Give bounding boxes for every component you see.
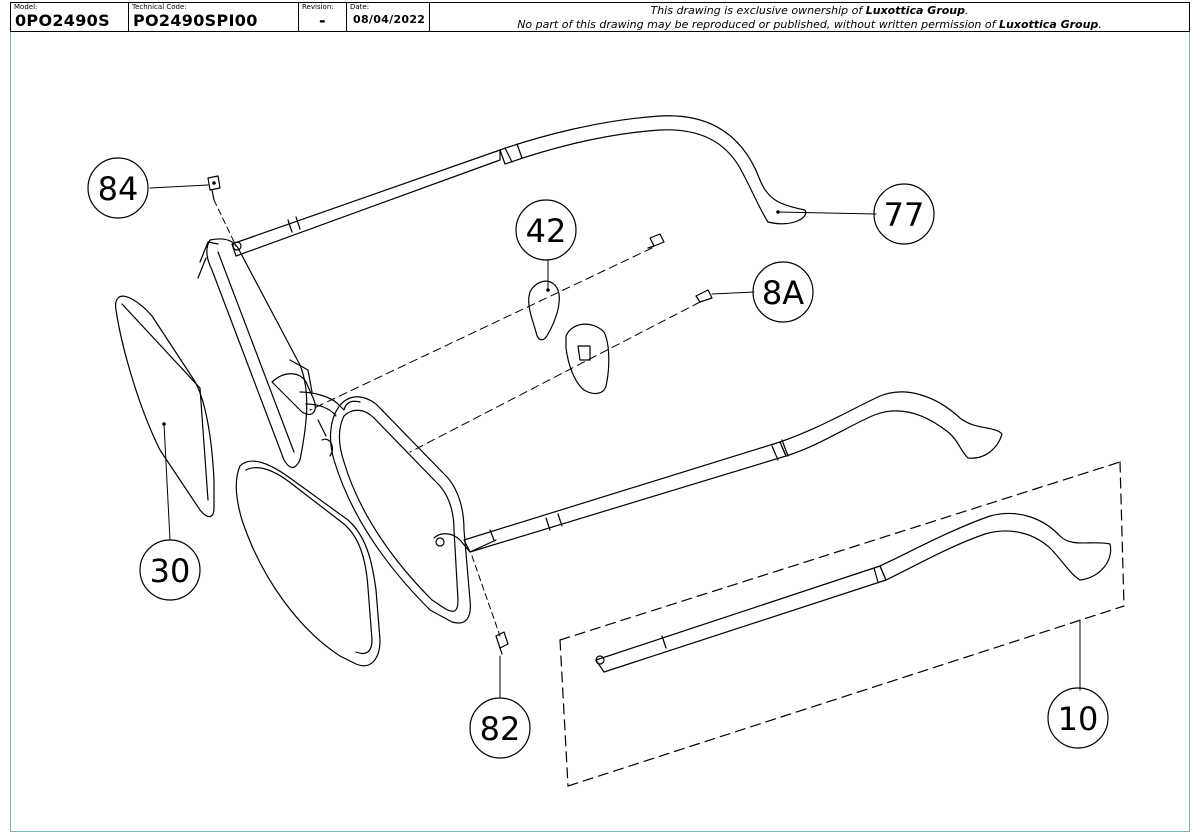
temple-left-separate: [559, 461, 1125, 787]
hinge-screw-top: [207, 175, 221, 201]
callout-82: 82: [480, 710, 521, 748]
model-cell: Model: 0PO2490S: [11, 3, 129, 31]
callout-circle-10: [1047, 687, 1109, 749]
revision-cell: Revision: -: [299, 3, 347, 31]
revision-caption: Revision:: [302, 3, 334, 11]
frame-rear: [197, 238, 316, 469]
temple-right: [231, 115, 807, 257]
callout-8a: 8A: [762, 274, 804, 312]
drawing-frame: [10, 32, 1190, 832]
technical-code-caption: Technical Code:: [132, 3, 187, 11]
callout-circle-8a: [752, 261, 814, 323]
model-caption: Model:: [14, 3, 38, 11]
temple-attached: [463, 391, 1003, 553]
callout-10: 10: [1058, 700, 1099, 738]
bridge: [299, 391, 361, 457]
notice-line-2-end: .: [1098, 18, 1102, 31]
model-value: 0PO2490S: [15, 11, 110, 30]
notice-line-2-text: No part of this drawing may be reproduce…: [517, 18, 1000, 31]
callout-30: 30: [150, 552, 191, 590]
date-value: 08/04/2022: [353, 13, 426, 26]
title-block: Model: 0PO2490S Technical Code: PO2490SP…: [10, 2, 1190, 32]
notice-line-2: No part of this drawing may be reproduce…: [430, 18, 1189, 32]
notice-line-1-text: This drawing is exclusive ownership of: [650, 4, 866, 17]
callout-circle-77: [873, 183, 935, 245]
callout-circle-84: [87, 157, 149, 219]
callout-circle-42: [515, 199, 577, 261]
leader-lines: [149, 184, 1081, 699]
revision-value: -: [319, 11, 326, 30]
technical-code-cell: Technical Code: PO2490SPI00: [129, 3, 299, 31]
lens-rear: [115, 295, 215, 518]
notice-line-1: This drawing is exclusive ownership of L…: [430, 4, 1189, 18]
pad-screw-8a: [695, 289, 713, 303]
callout-circles: [87, 157, 1109, 759]
callout-84: 84: [98, 170, 139, 208]
callout-circle-30: [139, 539, 201, 601]
callout-circle-82: [469, 697, 531, 759]
notice-line-1-end: .: [965, 4, 969, 17]
notice-line-2-company: Luxottica Group: [999, 18, 1099, 31]
pad-screw-42: [647, 233, 665, 249]
notice-line-1-company: Luxottica Group: [865, 4, 966, 17]
date-caption: Date:: [350, 3, 370, 11]
hinge-screw-bottom: [495, 631, 509, 655]
date-cell: Date: 08/04/2022: [347, 3, 430, 31]
technical-code-value: PO2490SPI00: [133, 11, 258, 30]
callout-77: 77: [884, 196, 925, 234]
frame-front: [329, 396, 497, 624]
leader-dots: [162, 181, 780, 426]
lens-front: [235, 460, 381, 667]
callout-42: 42: [526, 212, 567, 250]
ownership-notice: This drawing is exclusive ownership of L…: [430, 3, 1189, 31]
nose-pad: [528, 280, 610, 395]
